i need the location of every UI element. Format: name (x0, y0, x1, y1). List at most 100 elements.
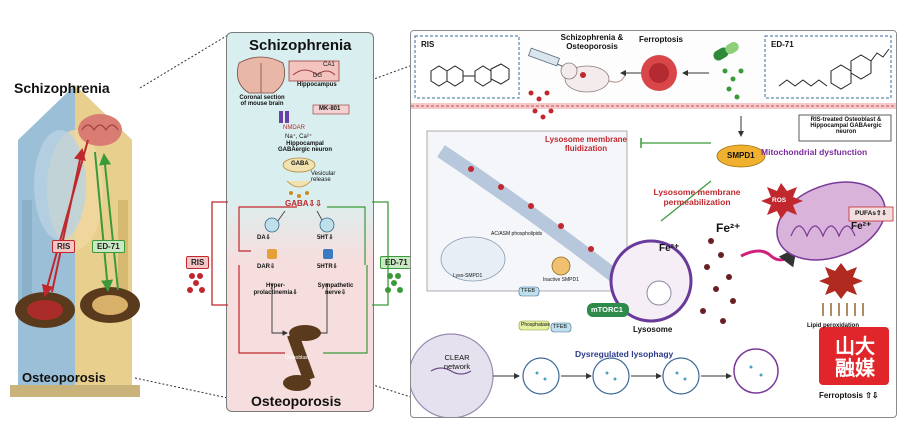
ions-label: Na⁺, Ca²⁺ (285, 134, 313, 140)
mouse-icon (560, 62, 626, 93)
ris-pathway-line (238, 206, 297, 252)
iron-dots (700, 238, 736, 324)
brain-icon (78, 114, 122, 146)
gaba-neuron-label: Hippocampal GABAergic neuron (277, 141, 332, 153)
lipid-heads (468, 166, 594, 252)
ris-arrow-up (51, 148, 86, 293)
lipid-label: Lipid peroxidation (807, 323, 859, 329)
ed71-molecule-icon (778, 48, 890, 90)
lipid-peroxidation-burst (819, 263, 863, 299)
inactive-smpd1-icon (551, 256, 571, 276)
headdress-stripes (22, 200, 128, 320)
ed71-drops-right (722, 68, 744, 100)
ed71-outer-line (372, 201, 389, 306)
mtorc1-label: mTORC1 (591, 305, 623, 314)
ris-badge: RIS (52, 240, 76, 253)
sphinx-base (10, 385, 140, 397)
ed71-structure-title: ED-71 (771, 40, 794, 49)
capsule-icon (713, 42, 739, 61)
da-label: DA⇩ (257, 235, 271, 241)
middle-bottom-title: Osteoporosis (251, 393, 342, 409)
right-panel: RIS ED-71 Schizophrenia & Osteoporosis F… (410, 30, 897, 418)
ris-outer-line (211, 201, 228, 306)
lyso-fluid-label: Lysosome membrane fluidization (545, 135, 627, 153)
ris-drops-left (187, 273, 205, 293)
lysophagy-stage-3 (662, 357, 700, 395)
ferroptosis-bottom-label: Ferroptosis ⇧⇩ (819, 391, 879, 400)
mitochondrion-icon (776, 181, 886, 261)
lysophagy-stage-2 (592, 357, 630, 395)
5ht-label: 5HT⇩ (317, 235, 334, 241)
middle-title: Schizophrenia (249, 37, 352, 54)
hippocampus-label: Hippocampus (297, 82, 337, 88)
ed71-arrow-down (94, 151, 114, 292)
schizo-osteo-label: Schizophrenia & Osteoporosis (560, 33, 624, 51)
gaba-label: GABA (291, 161, 309, 167)
5htr-receptor-icon (323, 249, 333, 259)
lysophagy-stage-4 (733, 348, 779, 394)
smpd1-icon (716, 144, 766, 168)
gaba-down-label: GABA⇩⇩ (285, 199, 322, 208)
sphinx-illustration (10, 85, 140, 397)
left-panel: Schizophrenia Osteoporosis RIS ED-71 (0, 0, 150, 430)
treated-box (798, 114, 892, 142)
tfeb-label-2: TFEB (553, 324, 568, 330)
hyperprolactinemia-label: Hyper-prolactinemia⇩ (253, 283, 298, 296)
inactive-smpd1-label: Inactive SMPD1 (543, 277, 579, 283)
ed71-structure-box (764, 35, 892, 99)
ed71-drops (385, 273, 403, 293)
gaba-neuron-icon (282, 157, 316, 173)
tfeb-pill-2 (550, 322, 572, 333)
ed71-badge: ED-71 (92, 240, 125, 253)
pufas-box (848, 206, 894, 222)
middle-ris-badge: RIS (186, 256, 210, 269)
dar-receptor-icon (267, 249, 277, 259)
lysophagy-stage-1 (522, 357, 560, 395)
phosphatase-pill (518, 320, 550, 331)
da-vesicle-icon (264, 217, 280, 233)
nmdar-receptor-icon (279, 111, 289, 123)
ris-structure-box (414, 35, 520, 99)
ros-label: ROS (772, 197, 787, 204)
tfeb-pill-1 (518, 286, 540, 297)
clear-label: CLEAR network (443, 353, 471, 371)
ris-structure-title: RIS (421, 40, 435, 49)
lyso-smpd1-vesicle (440, 236, 506, 282)
coronal-label: Coronal section of mouse brain (239, 95, 285, 107)
vesicle-label: Vesicular release (311, 171, 336, 183)
osteoporosis-label: Osteoporosis (22, 370, 106, 385)
dysreg-label: Dysregulated lysophagy (575, 349, 674, 359)
phosphatase-label: Phosphatase (521, 322, 551, 328)
osteoblast-bone-icon (283, 325, 321, 391)
middle-diagram (236, 56, 368, 391)
ros-burst-icon (761, 183, 803, 219)
lysosome-label: Lysosome (633, 325, 673, 334)
lyso-smpd1-label: Lyso-SMPD1 (453, 273, 483, 279)
right-diagram (411, 31, 896, 417)
membrane-bilayer (437, 145, 626, 287)
nmdar-label: NMDAR (283, 125, 305, 131)
sympathetic-label: Sympathetic nerve⇩ (317, 283, 354, 296)
fe-label-1: Fe²⁺ (659, 243, 680, 254)
ris-molecule-icon (430, 63, 510, 87)
ris-drops-right (528, 90, 554, 120)
smpd1-label: SMPD1 (727, 151, 755, 160)
ac-asm-label: AC/ASM phospholipids (491, 231, 543, 237)
ed71-pathway-line (327, 206, 366, 265)
lipid-chains (822, 303, 864, 316)
mtorc1-box (587, 303, 629, 317)
bone-icon-left (15, 292, 75, 328)
brain-section-icon (236, 56, 286, 94)
nucleus-icon (411, 333, 494, 417)
5htr-label: 5HTR⇩ (317, 264, 338, 270)
fe-label-2: Fe²⁺ (716, 221, 741, 235)
mk801-box (312, 104, 350, 115)
schizophrenia-label: Schizophrenia (14, 80, 110, 96)
media-logo-text: 山大融媒 (835, 334, 875, 380)
middle-panel: Schizophrenia Osteoporosis (226, 32, 374, 412)
ed71-arrow-up (99, 153, 119, 291)
ca1-label: CA1 (323, 62, 335, 68)
media-logo (819, 327, 889, 385)
fe-label-3: Fe²⁺ (851, 221, 872, 232)
ris-arrow-down (41, 139, 89, 297)
